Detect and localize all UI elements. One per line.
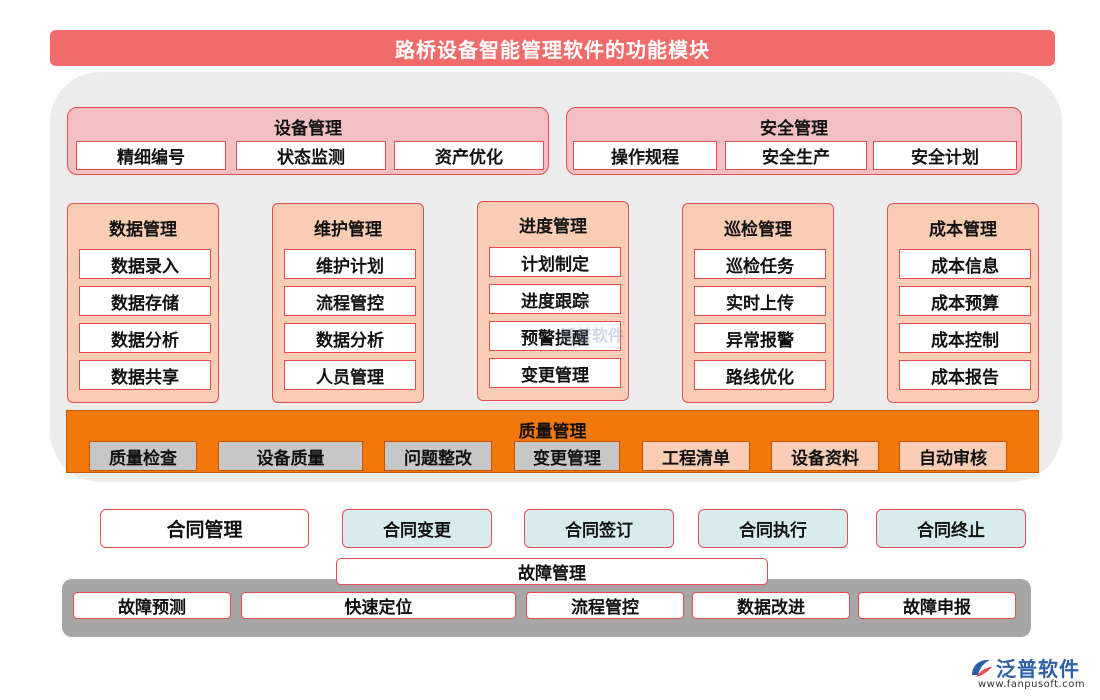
- module-item[interactable]: 数据录入: [79, 249, 211, 279]
- quality-item[interactable]: 变更管理: [514, 441, 620, 471]
- quality-item[interactable]: 设备质量: [218, 441, 363, 471]
- module-item[interactable]: 成本信息: [899, 249, 1031, 279]
- module-item[interactable]: 成本预算: [899, 286, 1031, 316]
- module-item[interactable]: 维护计划: [284, 249, 416, 279]
- module-cost: 成本管理 成本信息 成本预算 成本控制 成本报告: [887, 203, 1039, 403]
- fault-item[interactable]: 快速定位: [241, 592, 516, 619]
- module-item[interactable]: 数据分析: [79, 323, 211, 353]
- fault-item[interactable]: 故障申报: [858, 592, 1016, 619]
- quality-item[interactable]: 问题整改: [384, 441, 492, 471]
- brand-logo: 泛普软件 www.fanpusoft.com: [968, 651, 1093, 693]
- module-item[interactable]: 成本控制: [899, 323, 1031, 353]
- contract-execution[interactable]: 合同执行: [698, 509, 848, 548]
- fault-item[interactable]: 流程管控: [526, 592, 684, 619]
- page-title: 路桥设备智能管理软件的功能模块: [50, 30, 1055, 66]
- module-title: 巡检管理: [724, 220, 792, 240]
- contract-termination[interactable]: 合同终止: [876, 509, 1026, 548]
- module-quality: 质量管理 质量检查 设备质量 问题整改 变更管理 工程清单 设备资料 自动审核: [66, 410, 1039, 473]
- module-item[interactable]: 进度跟踪: [489, 284, 621, 314]
- module-item[interactable]: 异常报警: [694, 323, 826, 353]
- module-item[interactable]: 成本报告: [899, 360, 1031, 390]
- module-maintenance: 维护管理 维护计划 流程管控 数据分析 人员管理: [272, 203, 424, 403]
- module-item[interactable]: 精细编号: [76, 141, 226, 170]
- contract-signing[interactable]: 合同签订: [524, 509, 674, 548]
- module-title: 质量管理: [518, 422, 587, 442]
- logo-name: 泛普软件: [996, 657, 1080, 681]
- logo-url: www.fanpusoft.com: [978, 679, 1086, 690]
- module-item[interactable]: 实时上传: [694, 286, 826, 316]
- module-title: 数据管理: [109, 220, 177, 240]
- fault-item[interactable]: 数据改进: [692, 592, 850, 619]
- contract-change[interactable]: 合同变更: [342, 509, 492, 548]
- module-item[interactable]: 资产优化: [394, 141, 544, 170]
- quality-item[interactable]: 设备资料: [771, 441, 879, 471]
- module-item[interactable]: 人员管理: [284, 360, 416, 390]
- module-item[interactable]: 流程管控: [284, 286, 416, 316]
- module-inspection: 巡检管理 巡检任务 实时上传 异常报警 路线优化: [682, 203, 834, 403]
- quality-item[interactable]: 工程清单: [642, 441, 750, 471]
- fault-title: 故障管理: [336, 558, 768, 585]
- module-item[interactable]: 操作规程: [573, 141, 717, 170]
- module-item[interactable]: 数据存储: [79, 286, 211, 316]
- fault-item[interactable]: 故障预测: [73, 592, 231, 619]
- module-item[interactable]: 安全计划: [873, 141, 1017, 170]
- module-equipment: 设备管理 精细编号 状态监测 资产优化: [67, 107, 549, 175]
- module-title: 设备管理: [274, 119, 342, 139]
- module-progress: 进度管理 计划制定 进度跟踪 预警提醒 变更管理: [477, 201, 629, 401]
- contract-management[interactable]: 合同管理: [100, 509, 309, 548]
- module-data: 数据管理 数据录入 数据存储 数据分析 数据共享: [67, 203, 219, 403]
- module-item[interactable]: 安全生产: [725, 141, 867, 170]
- quality-item[interactable]: 质量检查: [89, 441, 197, 471]
- module-item[interactable]: 计划制定: [489, 247, 621, 277]
- module-item[interactable]: 数据分析: [284, 323, 416, 353]
- module-item[interactable]: 变更管理: [489, 358, 621, 388]
- quality-item[interactable]: 自动审核: [899, 441, 1007, 471]
- module-title: 安全管理: [760, 119, 828, 139]
- module-title: 进度管理: [519, 217, 587, 237]
- module-item[interactable]: 状态监测: [236, 141, 386, 170]
- module-item[interactable]: 路线优化: [694, 360, 826, 390]
- module-item[interactable]: 预警提醒: [489, 321, 621, 351]
- module-item[interactable]: 巡检任务: [694, 249, 826, 279]
- module-safety: 安全管理 操作规程 安全生产 安全计划: [566, 107, 1022, 175]
- fanpu-logo-icon: [972, 659, 992, 677]
- module-title: 维护管理: [314, 220, 382, 240]
- module-title: 成本管理: [929, 220, 997, 240]
- module-item[interactable]: 数据共享: [79, 360, 211, 390]
